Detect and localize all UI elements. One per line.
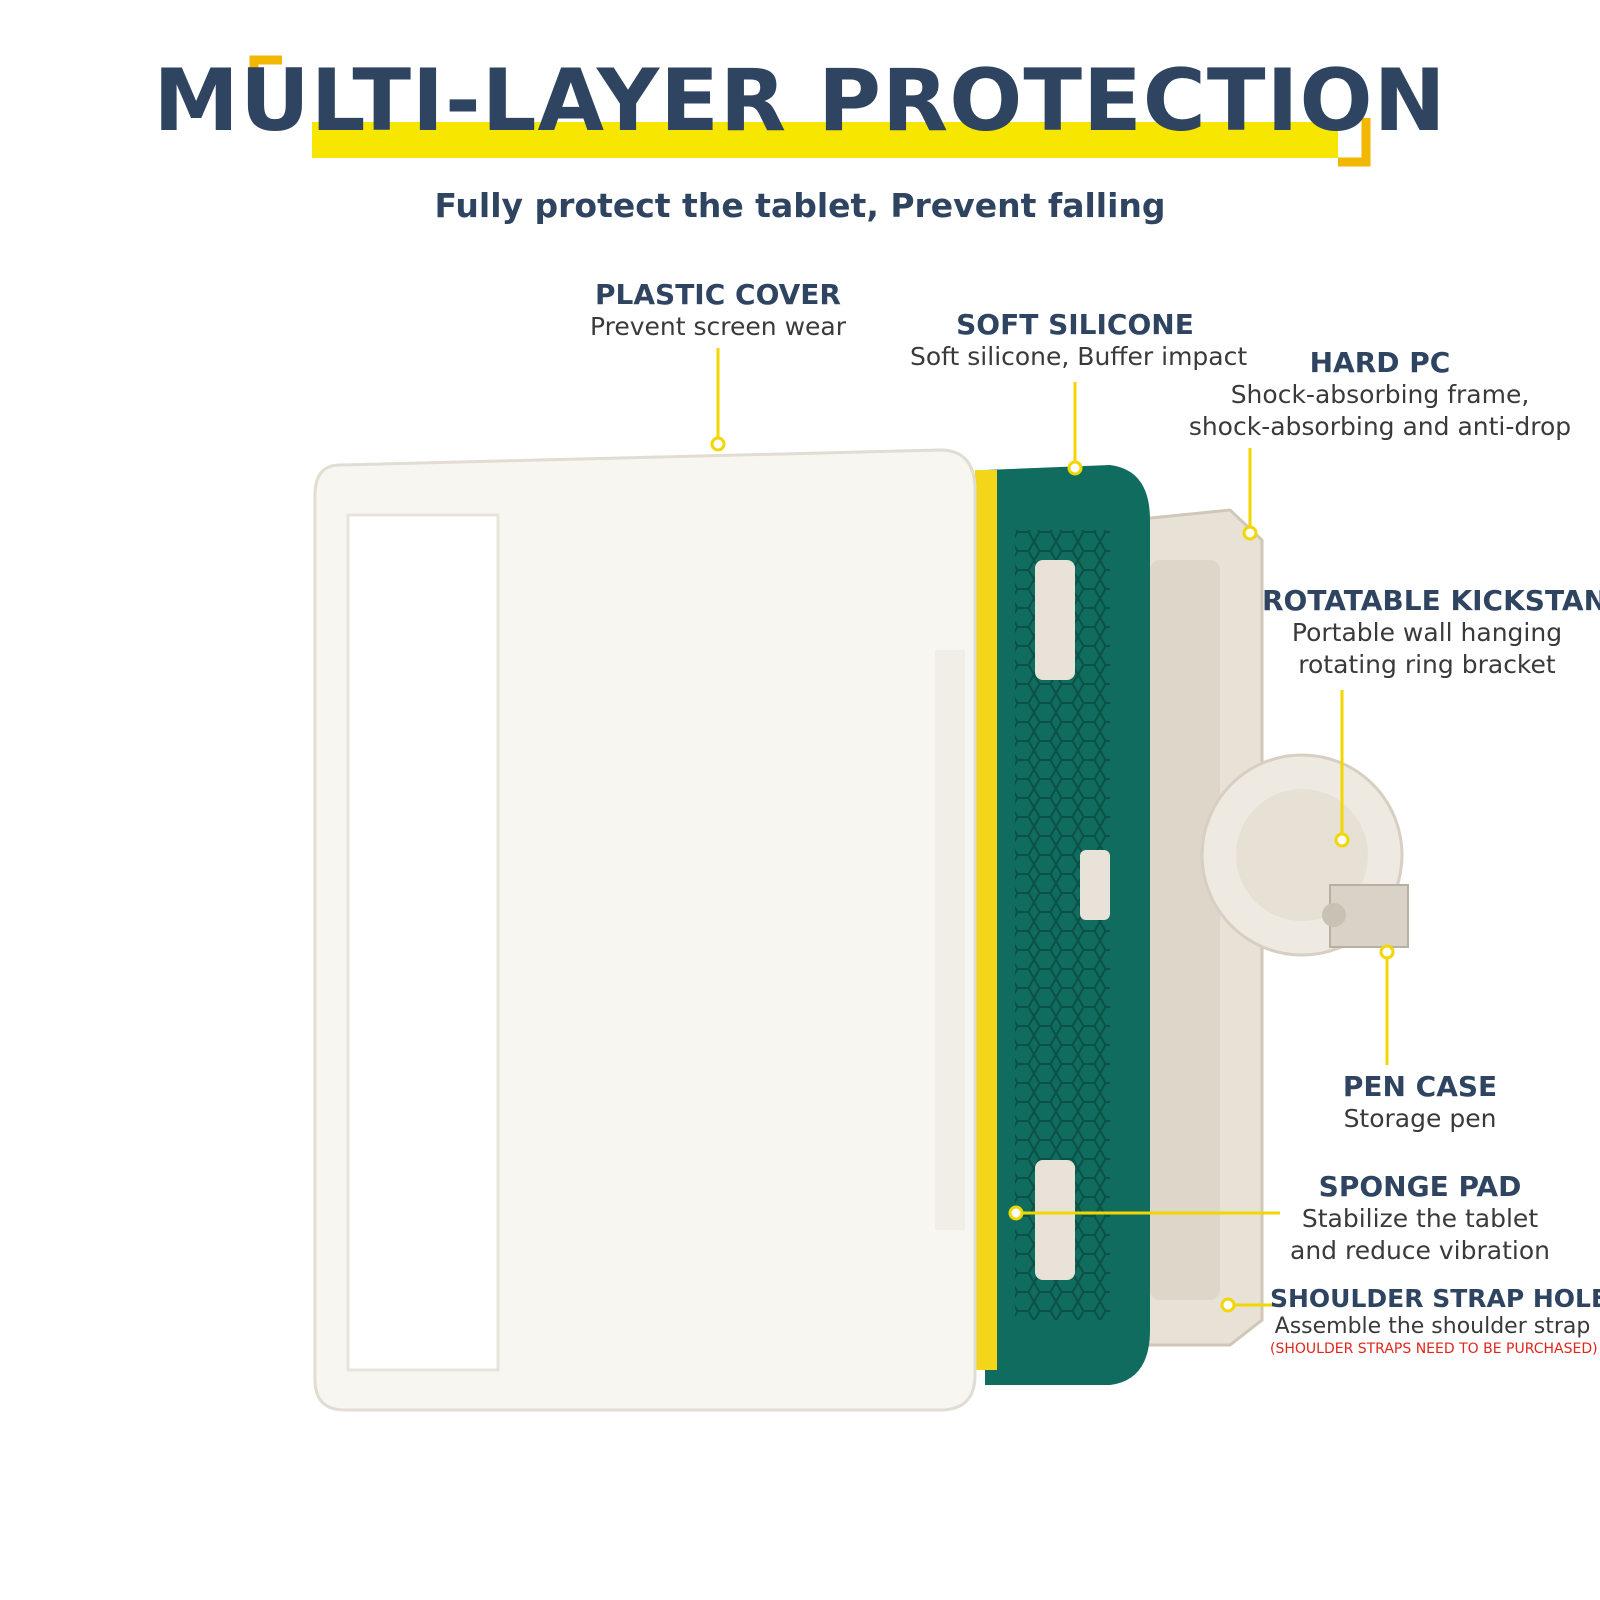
left-bracket-icon	[249, 55, 282, 104]
kickstand-desc-1: Portable wall hanging	[1291, 618, 1563, 647]
sponge-pad-desc-1: Stabilize the tablet	[1301, 1204, 1539, 1233]
callout-plastic-cover: PLASTIC COVER Prevent screen wear	[568, 278, 868, 343]
hard-pc-desc-2: shock-absorbing and anti-drop	[1188, 412, 1572, 441]
green-silicone-layer	[975, 465, 1150, 1385]
sponge-pad-title: SPONGE PAD	[1318, 1170, 1522, 1203]
callout-pen-case: PEN CASE Storage pen	[1300, 1070, 1540, 1135]
callout-hard-pc: HARD PC Shock-absorbing frame, shock-abs…	[1180, 346, 1580, 443]
right-bracket-icon	[1338, 118, 1371, 167]
strap-hole-title: SHOULDER STRAP HOLE	[1270, 1284, 1600, 1313]
strap-hole-desc: Assemble the shoulder strap	[1274, 1314, 1591, 1339]
callout-soft-silicone: SOFT SILICONE Soft silicone, Buffer impa…	[910, 308, 1248, 373]
callout-lines	[710, 348, 1395, 1313]
hard-pc-desc-1: Shock-absorbing frame,	[1230, 380, 1530, 409]
title-highlight-bar	[312, 122, 1338, 158]
plastic-cover-title: PLASTIC COVER	[595, 278, 841, 311]
soft-silicone-desc: Soft silicone, Buffer impact	[910, 342, 1248, 371]
pen-case-title: PEN CASE	[1342, 1070, 1498, 1103]
page-title: MULTI-LAYER PROTECTION	[153, 51, 1447, 151]
kickstand-title: ROTATABLE KICKSTAND	[1262, 584, 1600, 617]
callout-strap-hole: SHOULDER STRAP HOLE Assemble the shoulde…	[1270, 1284, 1600, 1357]
callout-sponge-pad: SPONGE PAD Stabilize the tablet and redu…	[1260, 1170, 1580, 1267]
hard-pc-shell	[1128, 508, 1409, 1347]
plastic-cover-desc: Prevent screen wear	[590, 312, 846, 341]
sponge-pad-desc-2: and reduce vibration	[1290, 1236, 1550, 1265]
soft-silicone-title: SOFT SILICONE	[956, 308, 1194, 341]
pen-case-desc: Storage pen	[1343, 1104, 1497, 1133]
page-subtitle: Fully protect the tablet, Prevent fallin…	[434, 186, 1166, 225]
plastic-cover-frame	[313, 448, 977, 1412]
kickstand-desc-2: rotating ring bracket	[1298, 650, 1556, 679]
strap-hole-note: (SHOULDER STRAPS NEED TO BE PURCHASED)	[1270, 1341, 1598, 1357]
hard-pc-title: HARD PC	[1309, 346, 1451, 379]
callout-kickstand: ROTATABLE KICKSTAND Portable wall hangin…	[1262, 584, 1600, 681]
